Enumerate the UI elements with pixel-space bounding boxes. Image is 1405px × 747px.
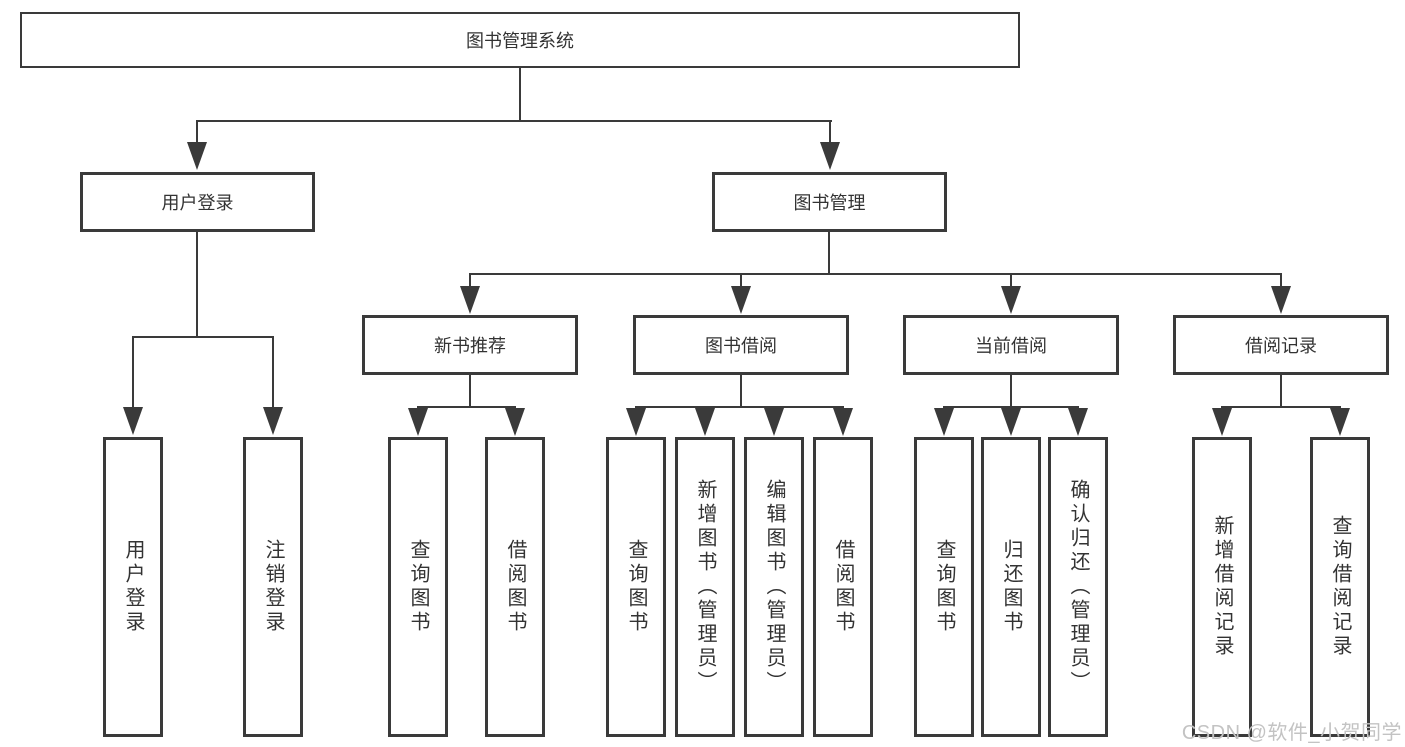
arrow-down-icon (187, 142, 207, 170)
connector-line (635, 406, 844, 408)
arrow-down-icon (731, 286, 751, 314)
connector-line (1010, 375, 1012, 406)
node-borrowing-records: 借阅记录 (1173, 315, 1389, 375)
leaf-confirm-return-admin: 确认归还（管理员） (1048, 437, 1108, 737)
node-book-management: 图书管理 (712, 172, 947, 232)
arrow-down-icon (263, 407, 283, 435)
arrow-down-icon (1068, 408, 1088, 436)
leaf-label: 查询图书 (625, 539, 647, 635)
arrow-down-icon (1001, 286, 1021, 314)
leaf-label: 用户登录 (122, 539, 144, 635)
leaf-query-books-borrowing: 查询图书 (606, 437, 666, 737)
connector-line (828, 232, 830, 273)
leaf-user-login: 用户登录 (103, 437, 163, 737)
leaf-borrow-books: 借阅图书 (813, 437, 873, 737)
leaf-label: 编辑图书（管理员） (763, 479, 785, 695)
leaf-query-borrow-record: 查询借阅记录 (1310, 437, 1370, 737)
arrow-down-icon (820, 142, 840, 170)
arrow-down-icon (505, 408, 525, 436)
leaf-label: 查询借阅记录 (1329, 515, 1351, 659)
connector-line (196, 232, 198, 336)
leaf-borrow-books-recommend: 借阅图书 (485, 437, 545, 737)
connector-line (1280, 375, 1282, 406)
leaf-label: 借阅图书 (832, 539, 854, 635)
node-new-book-recommendation: 新书推荐 (362, 315, 578, 375)
connector-line (1221, 406, 1341, 408)
node-library-management-system: 图书管理系统 (20, 12, 1020, 68)
node-current-borrowing: 当前借阅 (903, 315, 1119, 375)
connector-line (469, 375, 471, 406)
node-user-login: 用户登录 (80, 172, 315, 232)
arrow-down-icon (764, 408, 784, 436)
node-book-borrowing: 图书借阅 (633, 315, 849, 375)
leaf-label: 查询图书 (407, 539, 429, 635)
connector-line (740, 273, 742, 287)
connector-line (196, 120, 198, 144)
connector-line (196, 120, 832, 122)
node-label: 借阅记录 (1245, 336, 1317, 356)
arrow-down-icon (934, 408, 954, 436)
leaf-logout: 注销登录 (243, 437, 303, 737)
connector-line (519, 68, 521, 120)
connector-line (1280, 273, 1282, 287)
arrow-down-icon (460, 286, 480, 314)
node-label: 当前借阅 (975, 336, 1047, 356)
leaf-return-books: 归还图书 (981, 437, 1041, 737)
node-label: 图书管理系统 (466, 31, 574, 51)
connector-line (132, 336, 274, 338)
leaf-query-books-current: 查询图书 (914, 437, 974, 737)
node-label: 图书借阅 (705, 336, 777, 356)
connector-line (469, 273, 1282, 275)
leaf-add-borrow-record: 新增借阅记录 (1192, 437, 1252, 737)
arrow-down-icon (1001, 408, 1021, 436)
node-label: 图书管理 (793, 193, 866, 213)
leaf-label: 归还图书 (1000, 539, 1022, 635)
leaf-label: 确认归还（管理员） (1067, 479, 1089, 695)
leaf-label: 新增借阅记录 (1211, 515, 1233, 659)
arrow-down-icon (1212, 408, 1232, 436)
leaf-add-book-admin: 新增图书（管理员） (675, 437, 735, 737)
leaf-label: 注销登录 (262, 539, 284, 635)
arrow-down-icon (408, 408, 428, 436)
connector-line (132, 336, 134, 408)
connector-line (829, 120, 831, 144)
arrow-down-icon (626, 408, 646, 436)
connector-line (272, 336, 274, 408)
node-label: 用户登录 (161, 193, 234, 213)
arrow-down-icon (1271, 286, 1291, 314)
leaf-label: 借阅图书 (504, 539, 526, 635)
leaf-label: 查询图书 (933, 539, 955, 635)
connector-line (417, 406, 516, 408)
leaf-edit-book-admin: 编辑图书（管理员） (744, 437, 804, 737)
node-label: 新书推荐 (434, 336, 506, 356)
arrow-down-icon (123, 407, 143, 435)
leaf-label: 新增图书（管理员） (694, 479, 716, 695)
connector-line (740, 375, 742, 406)
arrow-down-icon (833, 408, 853, 436)
connector-line (469, 273, 471, 287)
arrow-down-icon (695, 408, 715, 436)
arrow-down-icon (1330, 408, 1350, 436)
leaf-query-books-recommend: 查询图书 (388, 437, 448, 737)
connector-line (1010, 273, 1012, 287)
